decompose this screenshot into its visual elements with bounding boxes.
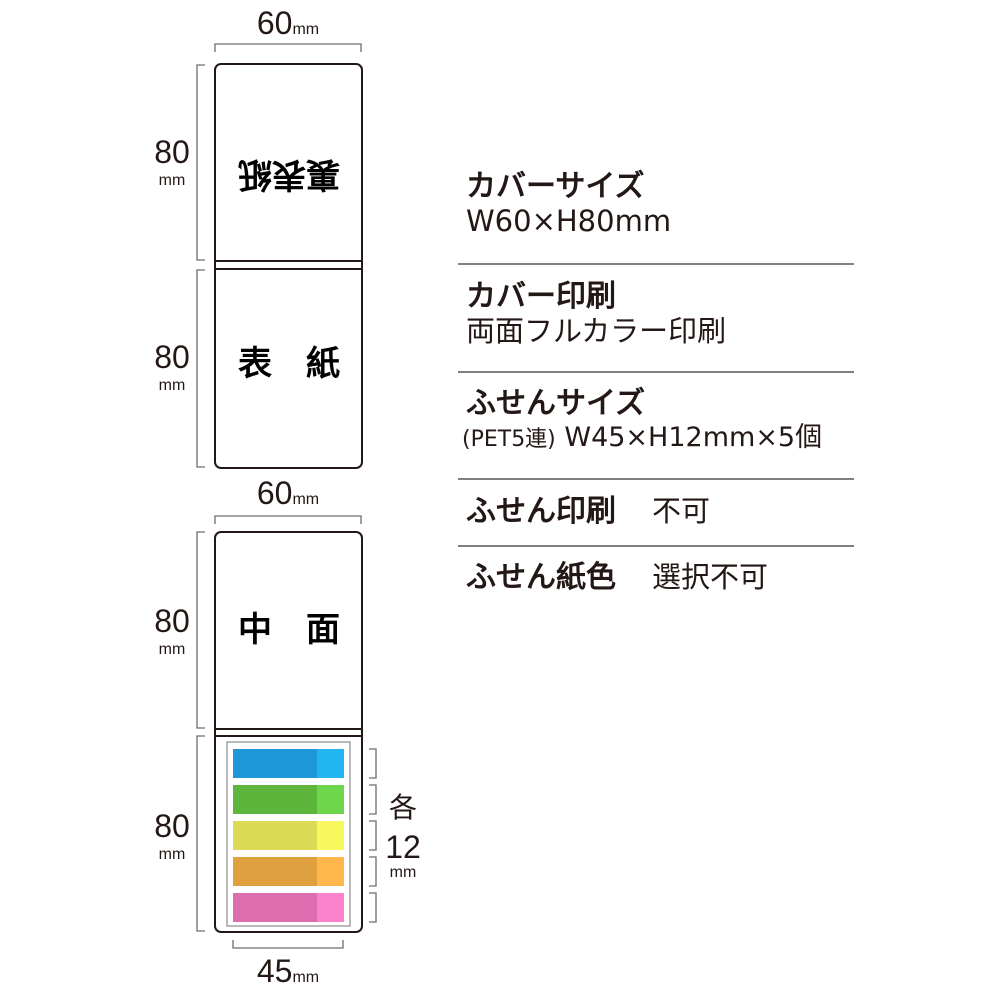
svg-text:45mm: 45mm <box>257 953 319 989</box>
sticky-note-tab-2 <box>317 785 344 814</box>
spec-sticky-print-title: ふせん印刷 <box>466 494 616 529</box>
each-unit: mm <box>390 864 417 881</box>
inner-bottom-height-number: 80 <box>154 808 190 844</box>
cover-front-height-unit: mm <box>159 377 186 394</box>
sticky-note-tab-5 <box>317 893 344 922</box>
sticky-width-unit: mm <box>292 969 319 986</box>
sticky-bracket-1 <box>369 748 377 779</box>
sticky-bracket-3 <box>369 820 377 851</box>
spec-sticky-color: ふせん紙色 選択不可 <box>458 560 854 595</box>
svg-text:60mm: 60mm <box>257 5 319 41</box>
sticky-note-4 <box>233 857 317 886</box>
back-cover-label: 裏表紙 <box>238 154 340 194</box>
sticky-note-1 <box>233 749 317 778</box>
sticky-note-2 <box>233 785 317 814</box>
sticky-bracket-4 <box>369 856 377 887</box>
spec-cover-print: カバー印刷 両面フルカラー印刷 <box>458 279 854 349</box>
cover-back-height-number: 80 <box>154 134 190 170</box>
sticky-note-tab-1 <box>317 749 344 778</box>
spec-cover-size-value: W60×H80mm <box>466 204 672 238</box>
inner-width-dimension: 60mm <box>214 475 362 524</box>
each-label: 各 <box>389 791 417 824</box>
inner-top-height-number: 80 <box>154 603 190 639</box>
sticky-bracket-5 <box>369 892 377 923</box>
inner-bottom-height-dimension: 80 mm <box>154 735 205 932</box>
sticky-width-dimension: 45mm <box>232 940 344 989</box>
spec-sticky-print-value: 不可 <box>652 494 711 528</box>
spec-sticky-color-value: 選択不可 <box>652 560 769 594</box>
cover-back-height-unit: mm <box>159 172 186 189</box>
sticky-note-tab-3 <box>317 821 344 850</box>
spec-cover-size-title: カバーサイズ <box>466 169 645 204</box>
cover-width-number: 60 <box>257 5 293 41</box>
sticky-note-3 <box>233 821 317 850</box>
sticky-note-tab-4 <box>317 857 344 886</box>
spec-divider <box>458 371 854 373</box>
cover-width-dimension: 60mm <box>214 5 362 52</box>
inner-width-unit: mm <box>292 491 319 508</box>
inner-width-number: 60 <box>257 475 293 511</box>
spec-cover-print-value: 両面フルカラー印刷 <box>466 314 727 348</box>
spec-divider <box>458 478 854 480</box>
sticky-bracket-2 <box>369 784 377 815</box>
spec-cover-print-title: カバー印刷 <box>466 279 616 314</box>
spec-sticky-print: ふせん印刷 不可 <box>458 494 854 529</box>
inner-top-height-unit: mm <box>159 641 186 658</box>
each-number: 12 <box>385 829 421 865</box>
spec-sticky-color-title: ふせん紙色 <box>466 560 616 595</box>
cover-back-height-dimension: 80 mm <box>154 64 205 261</box>
cover-front-height-number: 80 <box>154 339 190 375</box>
sticky-height-note: 各 12 mm <box>385 791 421 881</box>
sticky-note-5 <box>233 893 317 922</box>
spec-sticky-size-title: ふせんサイズ <box>466 386 646 421</box>
sticky-width-number: 45 <box>257 953 293 989</box>
cover-front-height-dimension: 80 mm <box>154 269 205 468</box>
spec-divider <box>458 545 854 547</box>
inner-page-label: 中 面 <box>238 610 340 650</box>
sticky-notes <box>233 749 344 922</box>
sticky-brackets <box>369 748 377 923</box>
cover-width-unit: mm <box>292 21 319 38</box>
spec-sticky-size: ふせんサイズ (PET5連) W45×H12mm×5個 <box>458 387 854 457</box>
svg-text:60mm: 60mm <box>257 475 319 511</box>
inner-bottom-height-unit: mm <box>159 846 186 863</box>
spec-sticky-size-value: W45×H12mm×5個 <box>564 422 823 453</box>
spec-divider <box>458 263 854 265</box>
cover-panels: 裏表紙 表 紙 <box>214 63 363 469</box>
front-cover-label: 表 紙 <box>238 344 340 384</box>
inner-top-height-dimension: 80 mm <box>154 531 205 729</box>
spec-cover-size: カバーサイズ W60×H80mm <box>458 169 854 239</box>
spec-sticky-size-material: (PET5連) <box>462 427 556 452</box>
